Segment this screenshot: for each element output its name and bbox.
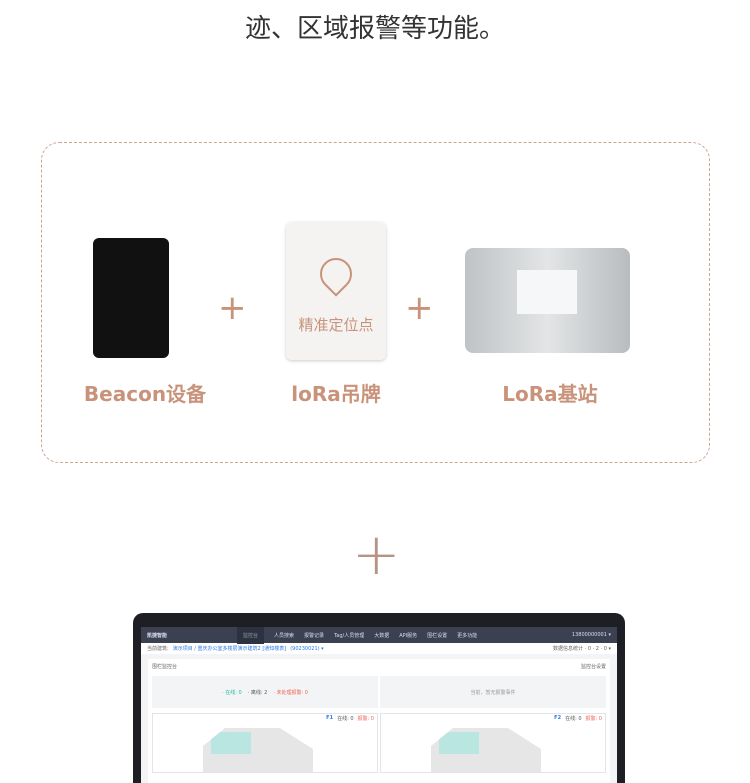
laptop-frame: 凯捷智能 监控台 人员搜索 报警记录 Tag/人员管理 大数据 API服务 围栏…	[133, 613, 625, 783]
floor-online: 在线: 0	[337, 716, 354, 722]
building-code-dropdown[interactable]: (90230021) ▾	[290, 645, 324, 652]
no-alarm-text: 当前，暂无报警事件	[470, 689, 516, 696]
nav-item[interactable]: API服务	[399, 632, 418, 639]
nav-item[interactable]: 更多功能	[457, 632, 478, 639]
nav-item[interactable]: 围栏设置	[427, 632, 448, 639]
location-pin-icon	[313, 251, 359, 297]
panel-settings-link[interactable]: 监控台设置	[580, 664, 606, 670]
breadcrumb-path[interactable]: 演示项目 / 重庆办公室多楼层演示建筑2 [通知楼表]	[172, 646, 287, 652]
top-nav: 凯捷智能 监控台 人员搜索 报警记录 Tag/人员管理 大数据 API服务 围栏…	[141, 627, 617, 644]
device-label-gateway: LoRa基站	[502, 382, 598, 406]
breadcrumb: 当前建筑: 演示项目 / 重庆办公室多楼层演示建筑2 [通知楼表] (90230…	[141, 643, 617, 654]
intro-text: 迹、区域报警等功能。	[244, 14, 505, 44]
panel-title: 围栏监控台	[152, 664, 178, 670]
device-combo-box	[41, 142, 710, 463]
breadcrumb-label: 当前建筑:	[147, 646, 169, 652]
floor-alarm: 报警: 0	[585, 716, 602, 722]
nav-item[interactable]: 人员搜索	[274, 632, 295, 639]
stats-summary[interactable]: 数据信息统计 · 0 · 2 · 0 ▾	[553, 646, 611, 652]
plus-icon: +	[405, 288, 434, 328]
alarm-count: · 未处理报警: 0	[273, 689, 308, 696]
floor-map[interactable]	[431, 728, 541, 772]
floor-online: 在线: 0	[565, 716, 582, 722]
lora-tag-image: 精准定位点	[286, 222, 386, 360]
floor-name: F1	[326, 715, 334, 721]
tag-badge-text: 精准定位点	[298, 316, 374, 334]
beacon-device-image	[93, 238, 169, 358]
nav-item[interactable]: 大数据	[374, 632, 390, 639]
plus-icon: +	[218, 288, 247, 328]
plus-icon: +	[352, 520, 401, 588]
user-menu[interactable]: 13800000001 ▾	[571, 632, 611, 638]
nav-item[interactable]: 监控台	[237, 627, 265, 644]
app-logo: 凯捷智能	[147, 632, 168, 639]
monitor-panel: 围栏监控台 监控台设置 · 在线: 0 · 离线: 2 · 未处理报警: 0 当前，暂…	[148, 659, 610, 783]
device-label-beacon: Beacon设备	[83, 382, 207, 406]
nav-item[interactable]: Tag/人员管理	[334, 632, 365, 639]
offline-count: · 离线: 2	[247, 689, 268, 696]
floor-alarm: 报警: 0	[357, 716, 374, 722]
lora-gateway-image	[465, 248, 630, 353]
app-screen: 凯捷智能 监控台 人员搜索 报警记录 Tag/人员管理 大数据 API服务 围栏…	[141, 627, 617, 783]
device-label-tag: loRa吊牌	[291, 382, 381, 406]
floor-name: F2	[554, 715, 562, 721]
online-count: · 在线: 0	[222, 689, 242, 696]
nav-item[interactable]: 报警记录	[304, 632, 325, 639]
floor-map[interactable]	[203, 728, 313, 772]
